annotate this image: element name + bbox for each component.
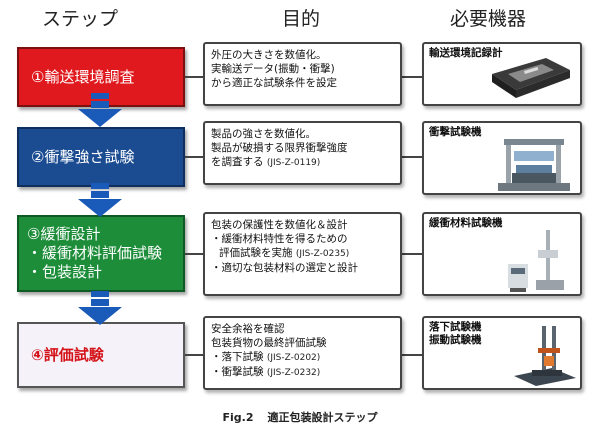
equipment-box-shock-tester: 衝撃試験機 <box>422 121 582 195</box>
column-header-equipment: 必要機器 <box>450 8 527 30</box>
column-header-step: ステップ <box>42 8 119 30</box>
down-arrow-icon <box>78 183 122 217</box>
jis-code: (JIS-Z-0202) <box>266 353 321 363</box>
step-label: ③緩衝設計 ・緩衝材料評価試験 ・包装設計 <box>19 225 162 282</box>
purpose-line: 安全余裕を確認 <box>211 323 285 335</box>
equipment-label: 落下試験機 <box>429 321 482 333</box>
purpose-line: 外圧の大きさを数値化。 <box>211 49 327 61</box>
purpose-text: ・落下試験 <box>211 351 264 363</box>
equipment-label: 緩衝材料試験機 <box>429 217 503 229</box>
purpose-line: 製品の強さを数値化。 <box>211 128 316 140</box>
step-box-cushion-design: ③緩衝設計 ・緩衝材料評価試験 ・包装設計 <box>17 215 185 292</box>
connector-line <box>185 354 203 356</box>
figure-caption: Fig.2 適正包装設計ステップ <box>0 409 600 425</box>
connector-line <box>402 156 422 158</box>
jis-code: (JIS-Z-0232) <box>266 368 321 378</box>
figure-title: 適正包装設計ステップ <box>267 411 378 424</box>
column-header-purpose: 目的 <box>282 8 321 30</box>
equipment-label: 振動試験機 <box>429 334 482 346</box>
connector-line <box>402 354 422 356</box>
step-box-evaluation-test: ④評価試験 <box>17 322 185 388</box>
connector-line <box>402 253 422 255</box>
purpose-line: ・衝撃試験 (JIS-Z-0232) <box>211 365 394 380</box>
figure-number: Fig.2 <box>222 411 254 424</box>
purpose-line: 包装貨物の最終評価試験 <box>211 337 327 349</box>
step-line: ③緩衝設計 <box>27 225 101 243</box>
shock-tester-icon <box>498 139 570 191</box>
step-line: ・包装設計 <box>27 263 103 281</box>
recorder-device-icon <box>492 58 570 98</box>
purpose-box-strength: 製品の強さを数値化。 製品が破損する限界衝撃強度 を調査する (JIS-Z-01… <box>203 121 402 185</box>
connector-line <box>402 76 422 78</box>
purpose-line: 包装の保護性を数値化＆設計 <box>211 219 348 231</box>
purpose-line: 製品が破損する限界衝撃強度 <box>211 142 348 154</box>
equipment-label: 衝撃試験機 <box>429 126 482 138</box>
step-label: ②衝撃強さ試験 <box>31 147 135 166</box>
purpose-text: ・衝撃試験 <box>211 366 264 378</box>
equipment-box-cushion-tester: 緩衝材料試験機 <box>422 212 582 296</box>
purpose-line: ・適切な包装材料の選定と設計 <box>211 262 358 274</box>
purpose-box-cushion: 包装の保護性を数値化＆設計 ・緩衝材料特性を得るための 評価試験を実施 (JIS… <box>203 212 402 296</box>
purpose-line: ・落下試験 (JIS-Z-0202) <box>211 350 394 365</box>
connector-line <box>185 253 203 255</box>
drop-tester-icon <box>514 326 576 386</box>
cushion-tester-icon <box>508 230 564 292</box>
purpose-line: から適正な試験条件を設定 <box>211 77 337 89</box>
purpose-box-evaluation: 安全余裕を確認 包装貨物の最終評価試験 ・落下試験 (JIS-Z-0202) ・… <box>203 316 402 390</box>
down-arrow-icon <box>78 291 122 325</box>
connector-line <box>185 76 203 78</box>
jis-code: (JIS-Z-0119) <box>266 158 321 168</box>
step-label: ④評価試験 <box>31 345 104 364</box>
purpose-box-transport: 外圧の大きさを数値化。 実輸送データ(振動・衝撃) から適正な試験条件を設定 <box>203 42 402 106</box>
purpose-line: 評価試験を実施 (JIS-Z-0235) <box>211 246 394 261</box>
purpose-line: を調査する (JIS-Z-0119) <box>211 155 394 170</box>
equipment-box-drop-tester: 落下試験機 振動試験機 <box>422 316 582 390</box>
equipment-box-recorder: 輸送環境記録計 <box>422 42 582 106</box>
purpose-line: 実輸送データ(振動・衝撃) <box>211 63 335 75</box>
connector-line <box>185 156 203 158</box>
step-box-shock-strength: ②衝撃強さ試験 <box>17 127 185 187</box>
step-line: ・緩衝材料評価試験 <box>27 244 163 262</box>
down-arrow-icon <box>78 93 122 127</box>
purpose-line: ・緩衝材料特性を得るための <box>211 233 348 245</box>
equipment-label: 輸送環境記録計 <box>429 47 503 59</box>
step-label: ①輸送環境調査 <box>31 67 135 86</box>
purpose-text: を調査する <box>211 156 264 168</box>
jis-code: (JIS-Z-0235) <box>295 249 350 259</box>
purpose-text: 評価試験を実施 <box>219 247 293 259</box>
